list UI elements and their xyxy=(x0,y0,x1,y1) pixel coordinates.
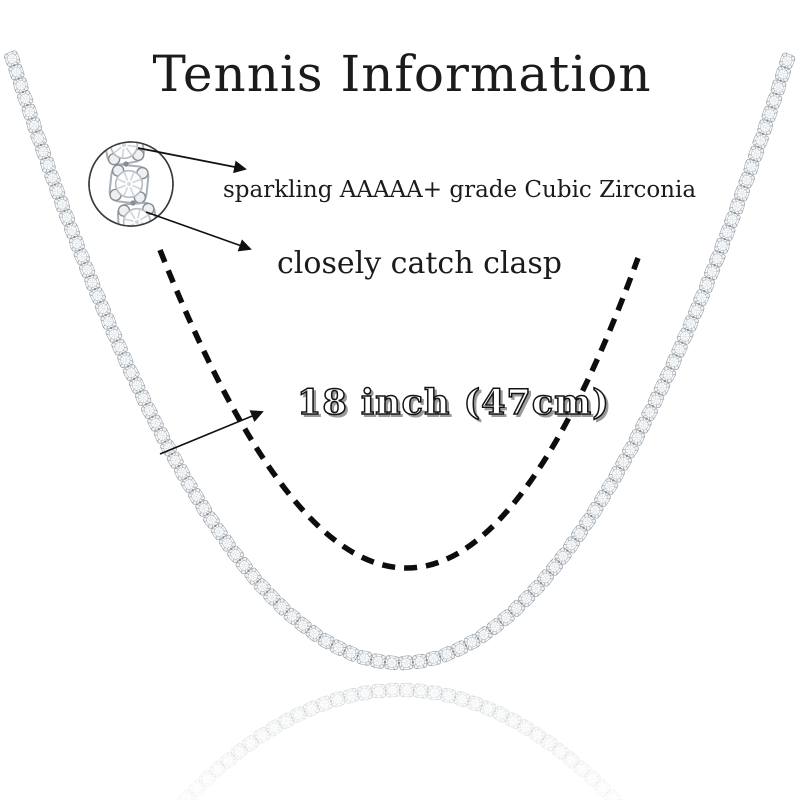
necklace-chain xyxy=(4,50,796,671)
necklace-reflection xyxy=(168,682,631,800)
arrow-to-clasp-label-icon xyxy=(145,211,252,252)
length-label: 18 inch (47cm) xyxy=(297,382,610,423)
stone-quality-label: sparkling AAAAA+ grade Cubic Zirconia xyxy=(223,177,696,203)
magnifier-circle-outline xyxy=(88,141,174,227)
length-dashed-curve-icon xyxy=(157,248,641,571)
page-title: Tennis Information xyxy=(152,45,651,103)
length-label-shadow: 18 inch (47cm) xyxy=(300,385,613,426)
reflection-path-guide xyxy=(145,690,655,800)
arrow-to-stone-label-icon xyxy=(137,147,247,174)
arrow-to-length-label-icon xyxy=(159,410,264,455)
clasp-label: closely catch clasp xyxy=(277,246,562,281)
